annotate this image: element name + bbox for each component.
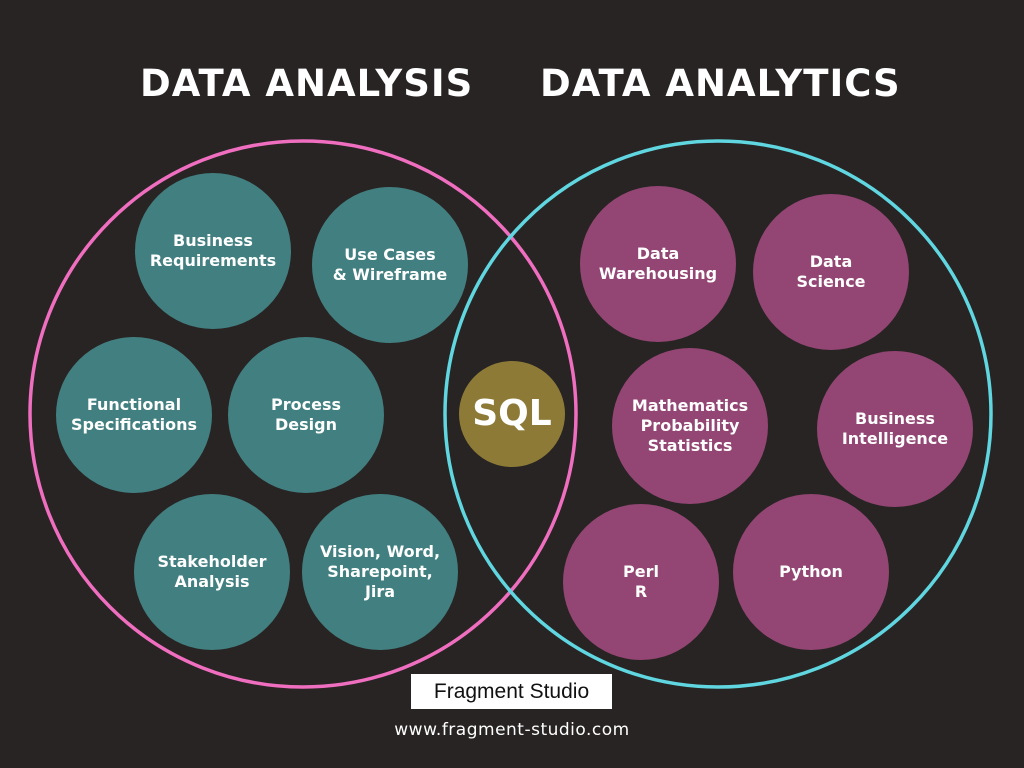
data-analysis-ring [28,139,578,689]
data-analytics-title: DATA ANALYTICS [540,62,901,105]
data-analysis-title: DATA ANALYSIS [140,62,474,105]
bubble-stakeholder-analysis: Stakeholder Analysis [134,494,290,650]
bubble-business-requirements: Business Requirements [135,173,291,329]
bubble-data-science: Data Science [753,194,909,350]
bubble-python: Python [733,494,889,650]
brand-logo-box: Fragment Studio [411,674,612,709]
bubble-perl-r: Perl R [563,504,719,660]
bubble-functional-specifications: Functional Specifications [56,337,212,493]
bubble-mathematics-probability-statistics: Mathematics Probability Statistics [612,348,768,504]
bubble-use-cases-wireframe: Use Cases & Wireframe [312,187,468,343]
data-analytics-ring [443,139,993,689]
bubble-process-design: Process Design [228,337,384,493]
website-url[interactable]: www.fragment-studio.com [394,720,630,740]
bubble-data-warehousing: Data Warehousing [580,186,736,342]
bubble-sql: SQL [459,361,565,467]
bubble-vision-word-sharepoint-jira: Vision, Word, Sharepoint, Jira [302,494,458,650]
bubble-business-intelligence: Business Intelligence [817,351,973,507]
